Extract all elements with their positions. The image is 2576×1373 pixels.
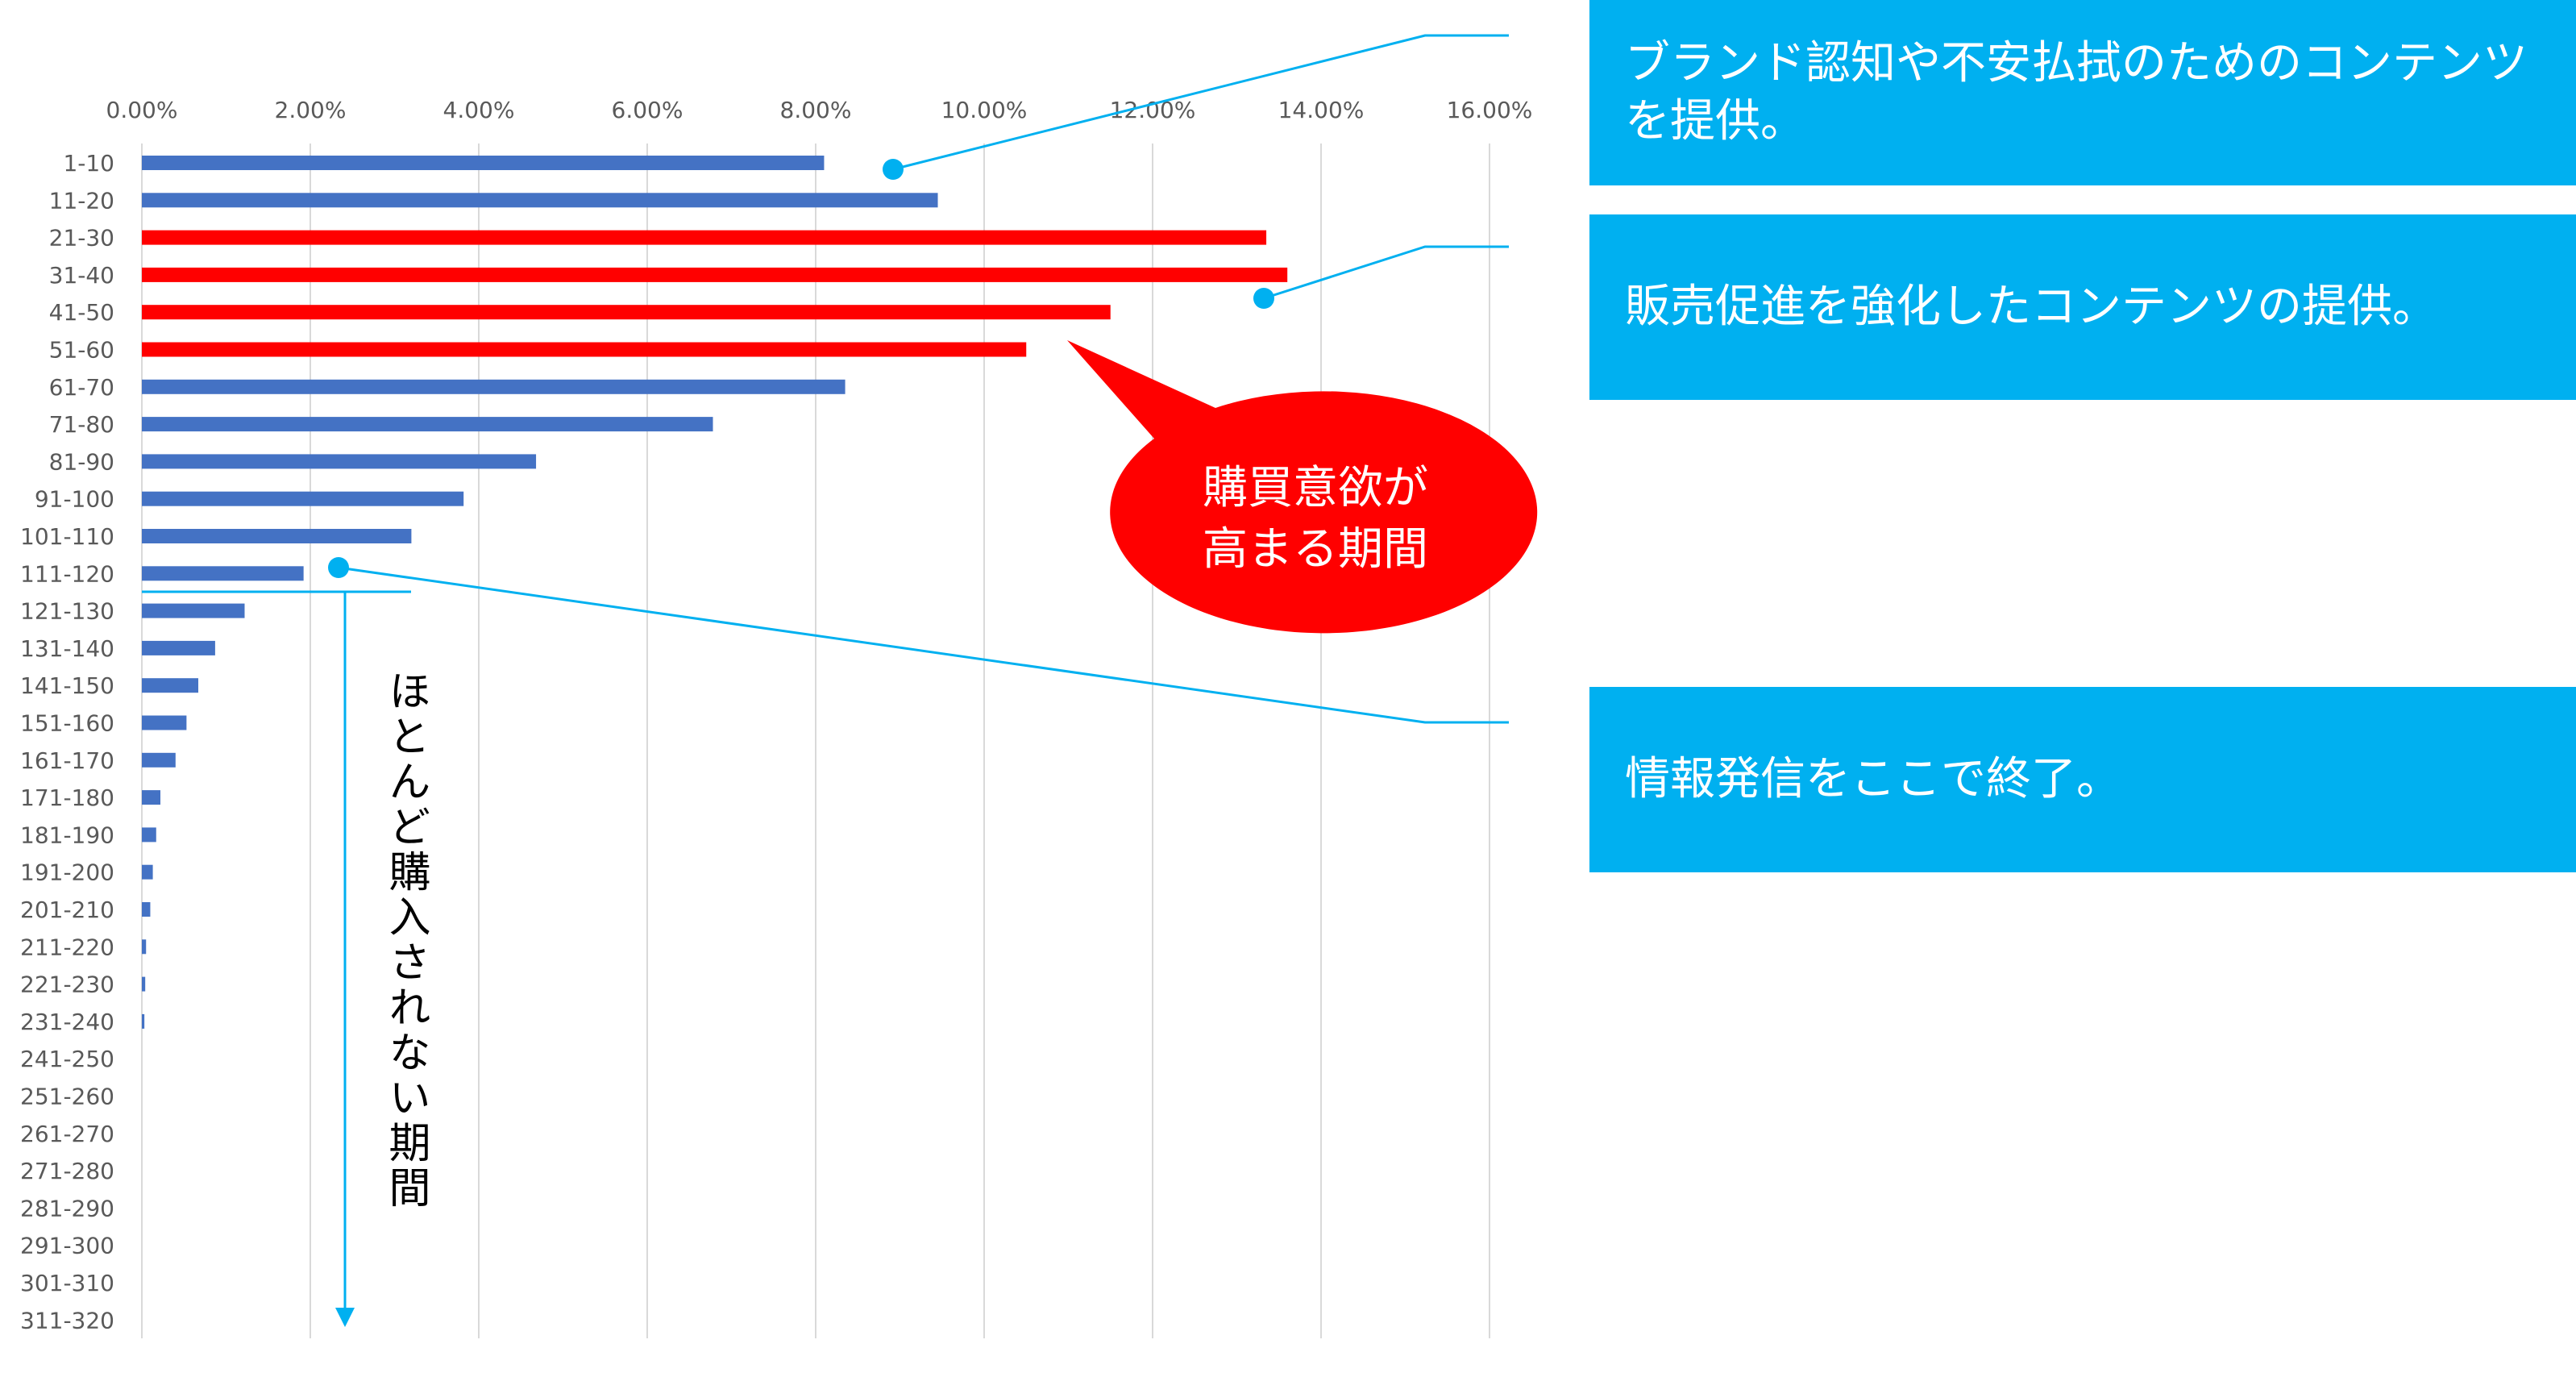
y-tick-label: 211-220 [20,934,114,960]
sales-promotion-box: 販売促進を強化したコンテンツの提供。 [1589,214,2576,400]
y-tick-label: 151-160 [20,710,114,737]
x-tick-label: 10.00% [941,97,1028,123]
y-tick-label: 171-180 [20,784,114,811]
x-tick-label: 4.00% [443,97,515,123]
bar-121-130 [142,603,245,618]
y-tick-label: 81-90 [49,448,114,475]
bar-131-140 [142,640,215,655]
leader-line-end [338,566,1509,724]
callout-lines [142,34,1509,1309]
callout-dot-brand [883,159,904,180]
bar-231-240 [142,1013,145,1029]
y-tick-label: 131-140 [20,635,114,662]
x-tick-label: 6.00% [612,97,683,123]
y-tick-label: 111-120 [20,560,114,587]
bars [142,156,1288,1029]
bar-11-20 [142,193,938,208]
bar-1-10 [142,156,825,170]
y-tick-label: 21-30 [49,225,114,252]
x-tick-label: 2.00% [275,97,347,123]
y-tick-label: 121-130 [20,598,114,625]
y-tick-label: 221-230 [20,972,114,998]
bar-51-60 [142,342,1027,357]
y-tick-label: 301-310 [20,1270,114,1296]
bar-71-80 [142,417,713,432]
bar-21-30 [142,230,1267,245]
bar-141-150 [142,678,199,693]
y-tick-label: 291-300 [20,1233,114,1259]
bubble-text: 購買意欲が 高まる期間 [1106,458,1525,580]
y-tick-label: 181-190 [20,822,114,848]
y-tick-label: 201-210 [20,897,114,923]
x-tick-label: 8.00% [780,97,852,123]
bar-101-110 [142,529,412,543]
callout-dot-promo [1253,288,1274,309]
y-tick-label: 41-50 [49,299,114,326]
bar-221-230 [142,976,146,992]
low-purchase-period-note: ほとんど購入されない期間 [381,669,430,1211]
bar-211-220 [142,939,147,955]
bubble-line-1: 購買意欲が [1203,462,1428,514]
info-end-text: 情報発信をここで終了。 [1625,753,2121,805]
y-tick-label: 71-80 [49,411,114,438]
y-tick-label: 11-20 [49,187,114,214]
y-tick-labels: 1-10 11-20 21-30 31-40 41-50 51-60 61-70 71-80 8… [20,150,114,1333]
bar-41-50 [142,305,1111,320]
y-tick-label: 101-110 [20,523,114,550]
bar-181-190 [142,827,156,843]
bar-61-70 [142,379,846,394]
y-tick-label: 91-100 [35,486,114,513]
bar-81-90 [142,454,537,469]
y-tick-label: 311-320 [20,1307,114,1333]
x-tick-label: 12.00% [1110,97,1196,123]
y-tick-label: 141-150 [20,672,114,699]
bar-201-210 [142,902,151,917]
bar-191-200 [142,864,153,880]
bar-111-120 [142,566,304,581]
speech-bubble [1067,340,1538,634]
y-tick-label: 31-40 [49,262,114,289]
y-tick-label: 251-260 [20,1084,114,1110]
y-tick-label: 241-250 [20,1046,114,1072]
y-tick-label: 261-270 [20,1121,114,1147]
x-tick-label: 0.00% [106,97,178,123]
x-tick-label: 14.00% [1278,97,1365,123]
bubble-line-2: 高まる期間 [1203,523,1428,576]
duration-bar-chart: 0.00% 2.00% 4.00% 6.00% 8.00% 10.00% 12.00% 14.… [20,34,1538,1338]
y-tick-label: 51-60 [49,337,114,364]
brand-awareness-box: ブランド認知や不安払拭のためのコンテンツを提供。 [1589,0,2576,185]
y-tick-label: 161-170 [20,747,114,774]
bar-91-100 [142,491,464,506]
y-tick-label: 271-280 [20,1158,114,1184]
info-end-box: 情報発信をここで終了。 [1589,687,2576,872]
brand-awareness-text: ブランド認知や不安払拭のためのコンテンツを提供。 [1625,37,2528,148]
y-tick-label: 281-290 [20,1195,114,1221]
low-period-arrowhead [335,1308,355,1327]
bar-151-160 [142,715,187,730]
bar-171-180 [142,790,160,805]
leader-line-brand [892,34,1509,171]
bar-31-40 [142,267,1288,282]
sales-promotion-text: 販売促進を強化したコンテンツの提供。 [1625,281,2437,333]
callout-dot-end [328,557,349,578]
x-tick-labels: 0.00% 2.00% 4.00% 6.00% 8.00% 10.00% 12.00% 14.… [106,97,1533,123]
y-tick-label: 61-70 [49,374,114,401]
bar-161-170 [142,752,176,768]
y-tick-label: 191-200 [20,859,114,886]
y-tick-label: 231-240 [20,1009,114,1035]
y-tick-label: 1-10 [63,150,114,177]
x-tick-label: 16.00% [1447,97,1533,123]
leader-line-promo [1263,245,1509,300]
